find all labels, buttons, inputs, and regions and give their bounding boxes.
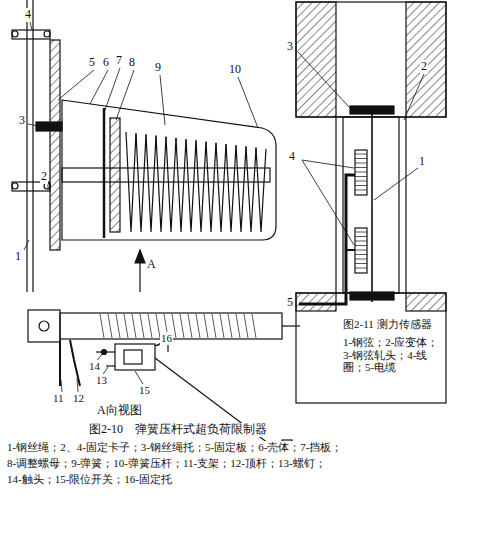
callout-number: 2 (40, 170, 48, 184)
callout-number: 6 (102, 56, 110, 70)
fixed-plate (50, 40, 60, 250)
caption-text: 8-调整螺母；9-弹簧；10-弹簧压杆；11-支架；12-顶杆；13-螺钉； (6, 457, 327, 470)
spring (100, 314, 256, 338)
adjust-nut (110, 118, 120, 232)
baffle (103, 108, 106, 238)
callout-number: 11 (52, 392, 65, 405)
callout-number: 4 (24, 8, 32, 22)
spring-rod (62, 168, 270, 182)
callout-number: 2 (420, 60, 428, 74)
leader-lines (24, 22, 258, 250)
callout-number: 10 (228, 63, 242, 77)
rope-clamp (12, 30, 50, 191)
wire-rope (27, 0, 33, 292)
callout-number: 14 (88, 360, 101, 373)
callout-number: A (146, 258, 157, 272)
callout-number: A向视图 (96, 404, 143, 418)
callout-number: 16 (160, 332, 173, 345)
caption-text: 14-触头；15-限位开关；16-固定托 (6, 473, 173, 486)
callout-number: 9 (154, 61, 162, 75)
callout-number: 7 (115, 54, 123, 68)
callout-number: 3 (286, 40, 294, 54)
view-arrow (135, 250, 145, 292)
callout-number: 12 (72, 392, 85, 405)
callout-number: 5 (286, 296, 294, 310)
callout-number: 1 (418, 155, 426, 169)
caption-text: 1-钢丝绳；2、4-固定卡子；3-钢丝绳托；5-固定板；6-壳体；7-挡板； (6, 441, 343, 454)
coil (355, 154, 367, 268)
callout-number: 8 (128, 56, 136, 70)
callout-number: 5 (88, 56, 96, 70)
caption-text: 1-钢弦；2-应变体；3-钢弦轧头；4-线圈；5-电缆 (342, 336, 444, 374)
housing (62, 100, 276, 240)
callout-number: 1 (14, 250, 22, 264)
force-sensor (296, 2, 446, 403)
callout-number: 4 (288, 150, 296, 164)
caption-text: 图2-10 弹簧压杆式超负荷限制器 (88, 423, 268, 437)
callout-number: 3 (18, 114, 26, 128)
callout-number: 15 (138, 384, 151, 397)
caption-text: 图2-11 测力传感器 (342, 318, 444, 331)
callout-number: 13 (95, 374, 108, 387)
spring (126, 132, 266, 232)
leader-lines (298, 52, 424, 245)
a-view (28, 310, 300, 452)
